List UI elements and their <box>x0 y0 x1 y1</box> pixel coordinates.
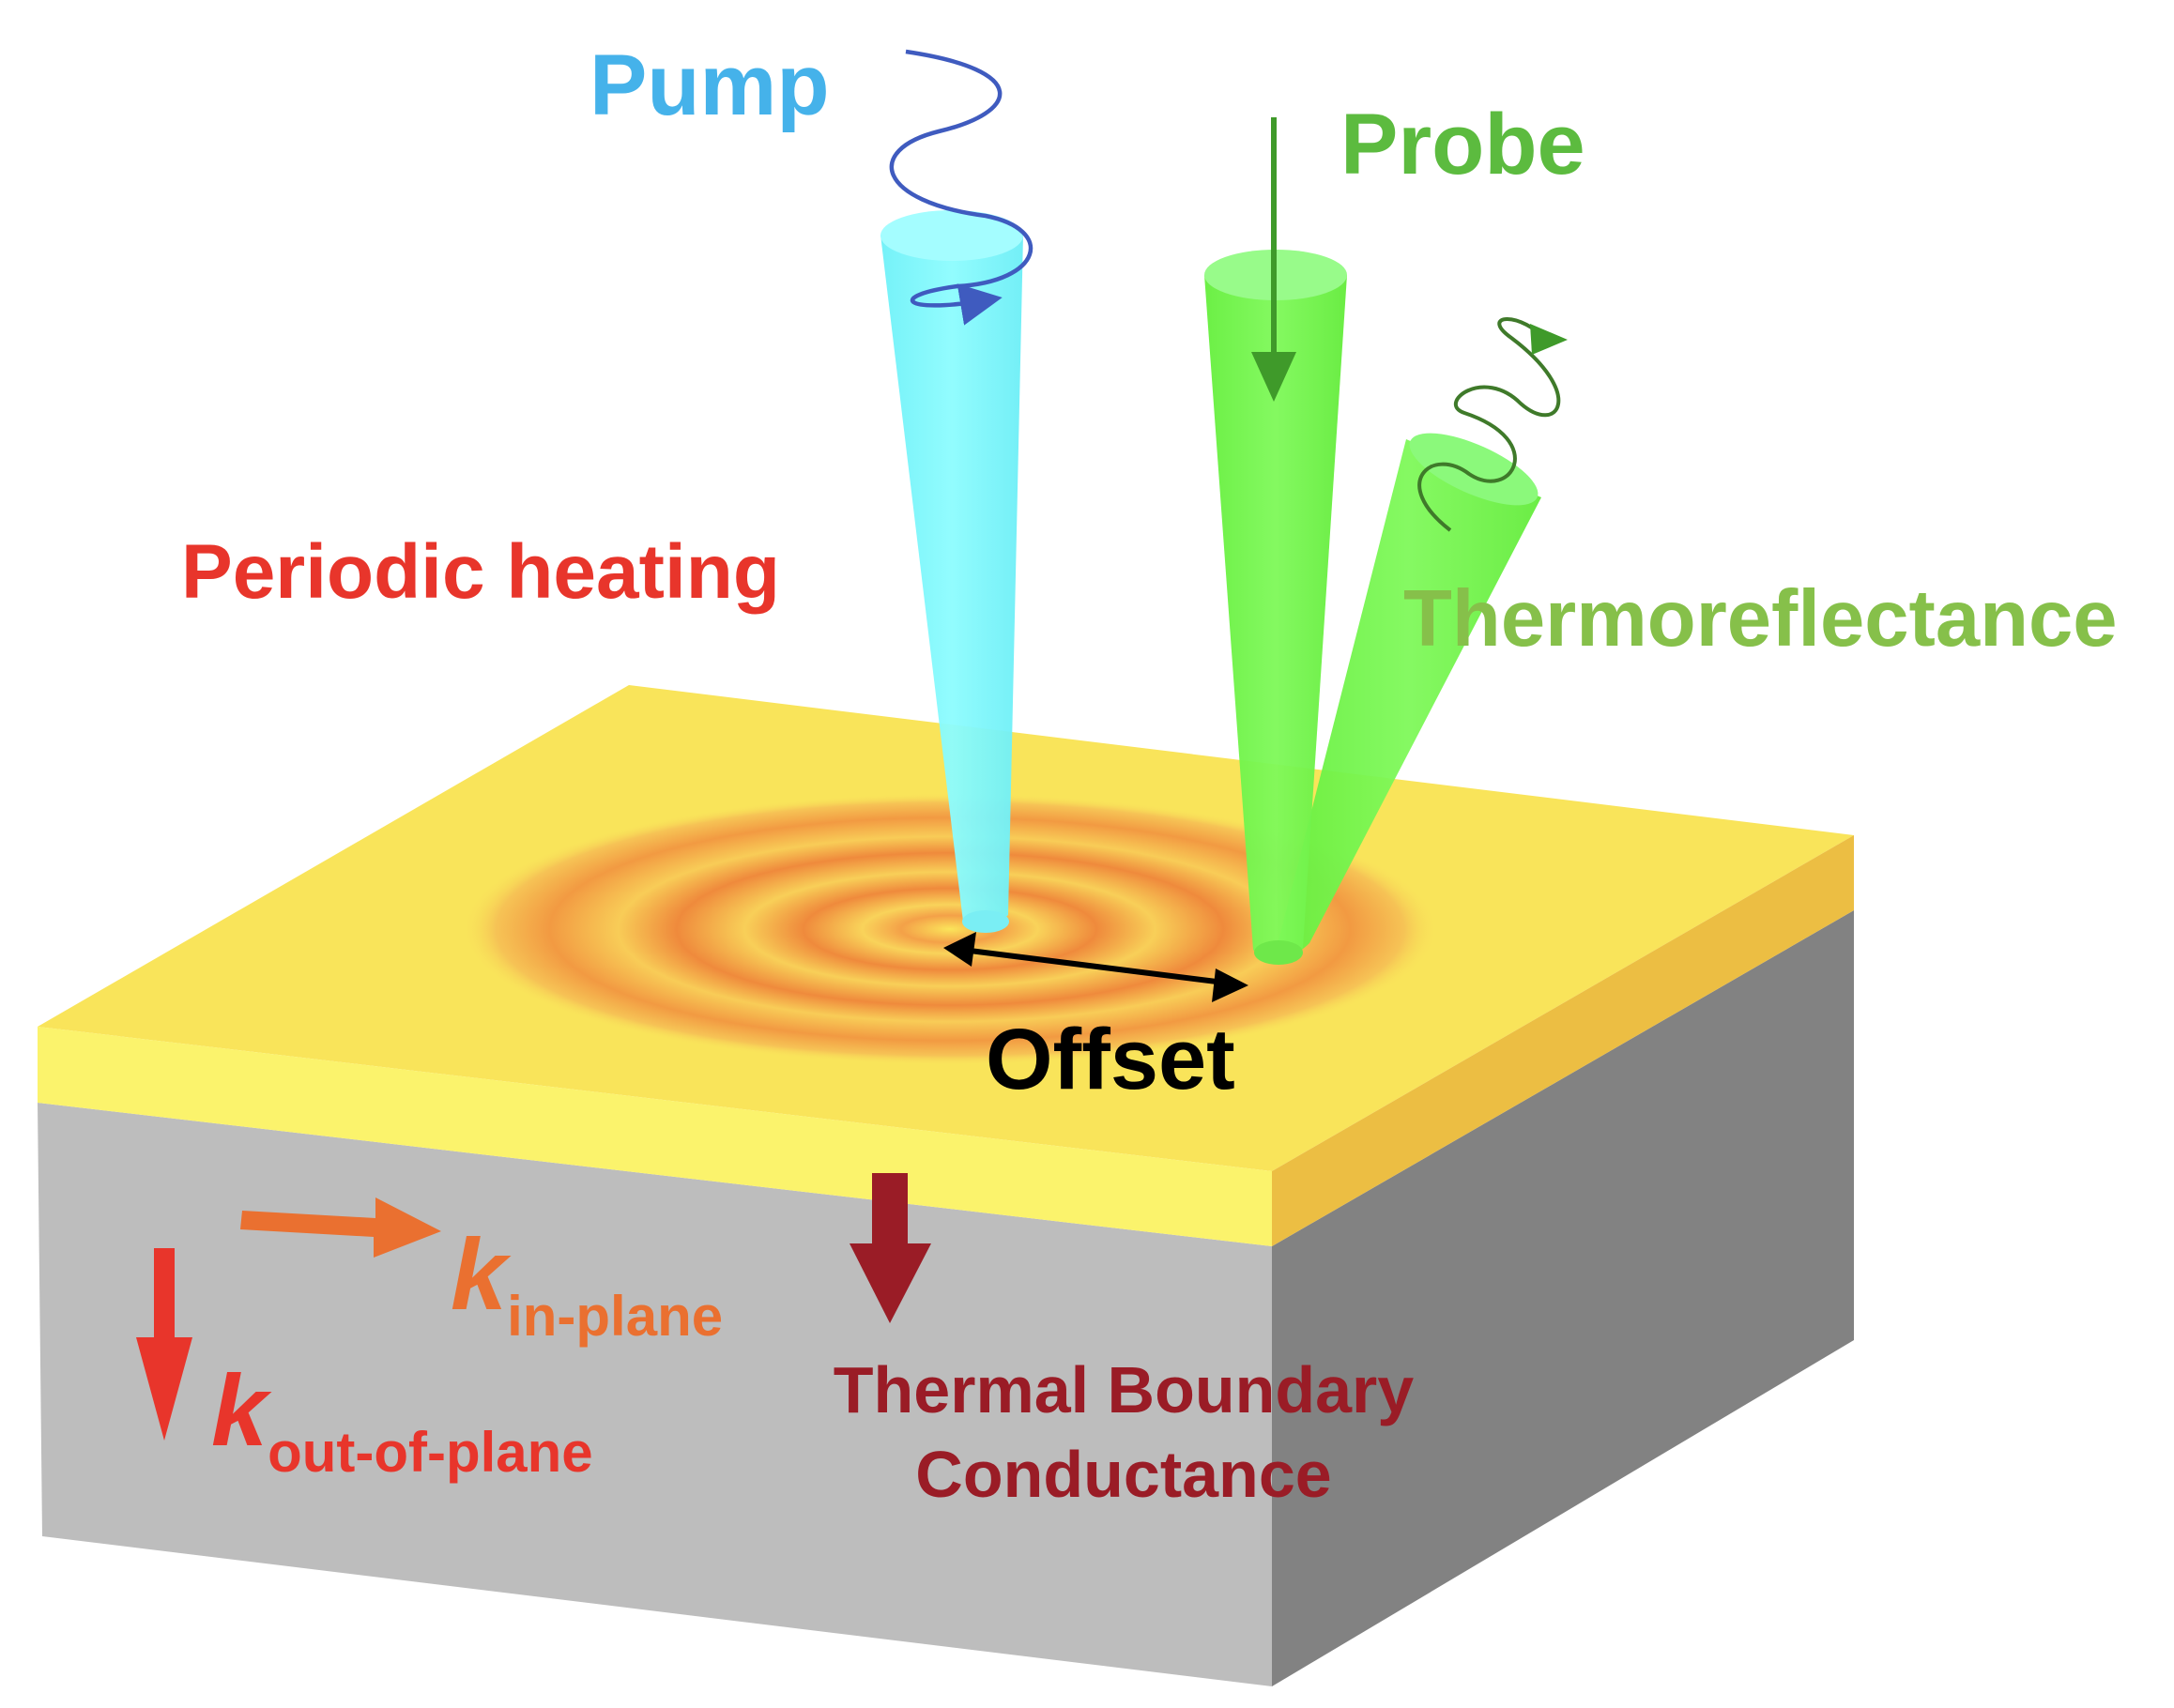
pump-label: Pump <box>589 38 830 133</box>
out-of-plane-label: kout-of-plane <box>211 1353 593 1484</box>
out-of-plane-arrow <box>136 1248 192 1441</box>
offset-arrow <box>943 932 1248 1002</box>
substrate <box>38 910 1854 1686</box>
offset-label: Offset <box>986 1012 1235 1107</box>
k-symbol: k <box>211 1353 272 1467</box>
in-plane-arrow <box>240 1197 441 1258</box>
thermoreflectance-arrowhead <box>1530 324 1568 355</box>
k-symbol: k <box>451 1217 512 1331</box>
film-side-face <box>1272 835 1854 1246</box>
out-of-plane-subscript: out-of-plane <box>268 1421 593 1484</box>
thermoreflectance-wave-arrow <box>1417 317 1561 532</box>
tbc-label-line1: Thermal Boundary <box>834 1353 1415 1426</box>
reflected-probe-beam <box>1277 433 1541 954</box>
substrate-side-face <box>1272 910 1854 1686</box>
thermoreflectance-label: Thermoreflectance <box>1403 574 2118 663</box>
probe-down-arrow <box>1251 117 1296 402</box>
substrate-front-face <box>38 1103 1272 1686</box>
film-front-face <box>38 1027 1272 1246</box>
tbc-label-line2: Conductance <box>915 1438 1331 1511</box>
pump-wave-arrow <box>889 49 1033 326</box>
pump-beam <box>880 210 1023 933</box>
in-plane-label: kin-plane <box>451 1217 723 1348</box>
tbc-arrow <box>850 1173 931 1323</box>
periodic-heating-label: Periodic heating <box>181 529 780 615</box>
probe-label: Probe <box>1340 97 1585 192</box>
in-plane-subscript: in-plane <box>507 1285 723 1348</box>
heat-rings <box>462 793 1438 1065</box>
probe-beam <box>1204 250 1347 965</box>
